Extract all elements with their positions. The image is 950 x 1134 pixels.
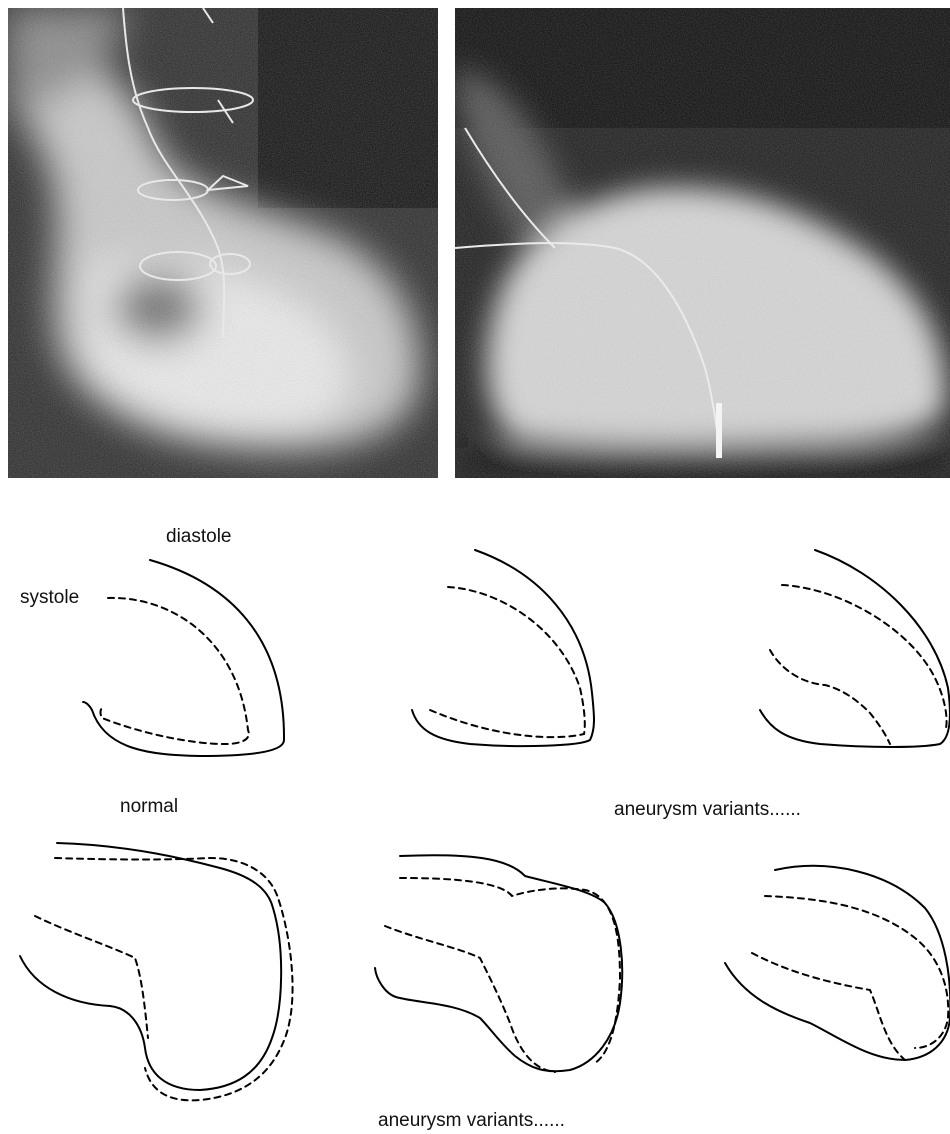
diastole-outline — [83, 560, 284, 756]
label-systole: systole — [20, 587, 79, 609]
systole-outline-inner — [35, 916, 148, 1038]
outline-aneurysm-top-1 — [412, 550, 594, 746]
label-normal: normal — [120, 796, 178, 818]
angiogram-left-image — [8, 8, 438, 478]
diastole-outline — [725, 866, 950, 1060]
label-aneurysm-variants-top: aneurysm variants...... — [614, 799, 801, 821]
systole-outline — [101, 598, 249, 744]
systole-outline — [400, 878, 620, 1063]
diastole-outline — [760, 550, 950, 747]
systole-outline-inner — [385, 926, 555, 1072]
diastole-outline — [412, 550, 594, 746]
outline-aneurysm-bottom-2 — [375, 855, 622, 1072]
systole-outline-lower — [770, 650, 890, 744]
systole-outline — [765, 896, 948, 1048]
label-aneurysm-variants-bottom: aneurysm variants...... — [378, 1110, 565, 1132]
outline-aneurysm-bottom-1 — [20, 843, 293, 1100]
systole-outline-inner — [752, 953, 905, 1060]
diastole-outline — [20, 843, 281, 1090]
outline-aneurysm-top-2 — [760, 550, 950, 747]
label-diastole: diastole — [166, 526, 232, 548]
outline-aneurysm-bottom-3 — [725, 866, 950, 1060]
systole-outline — [430, 587, 585, 737]
outline-normal — [83, 560, 284, 756]
angiogram-right-image — [455, 8, 950, 478]
